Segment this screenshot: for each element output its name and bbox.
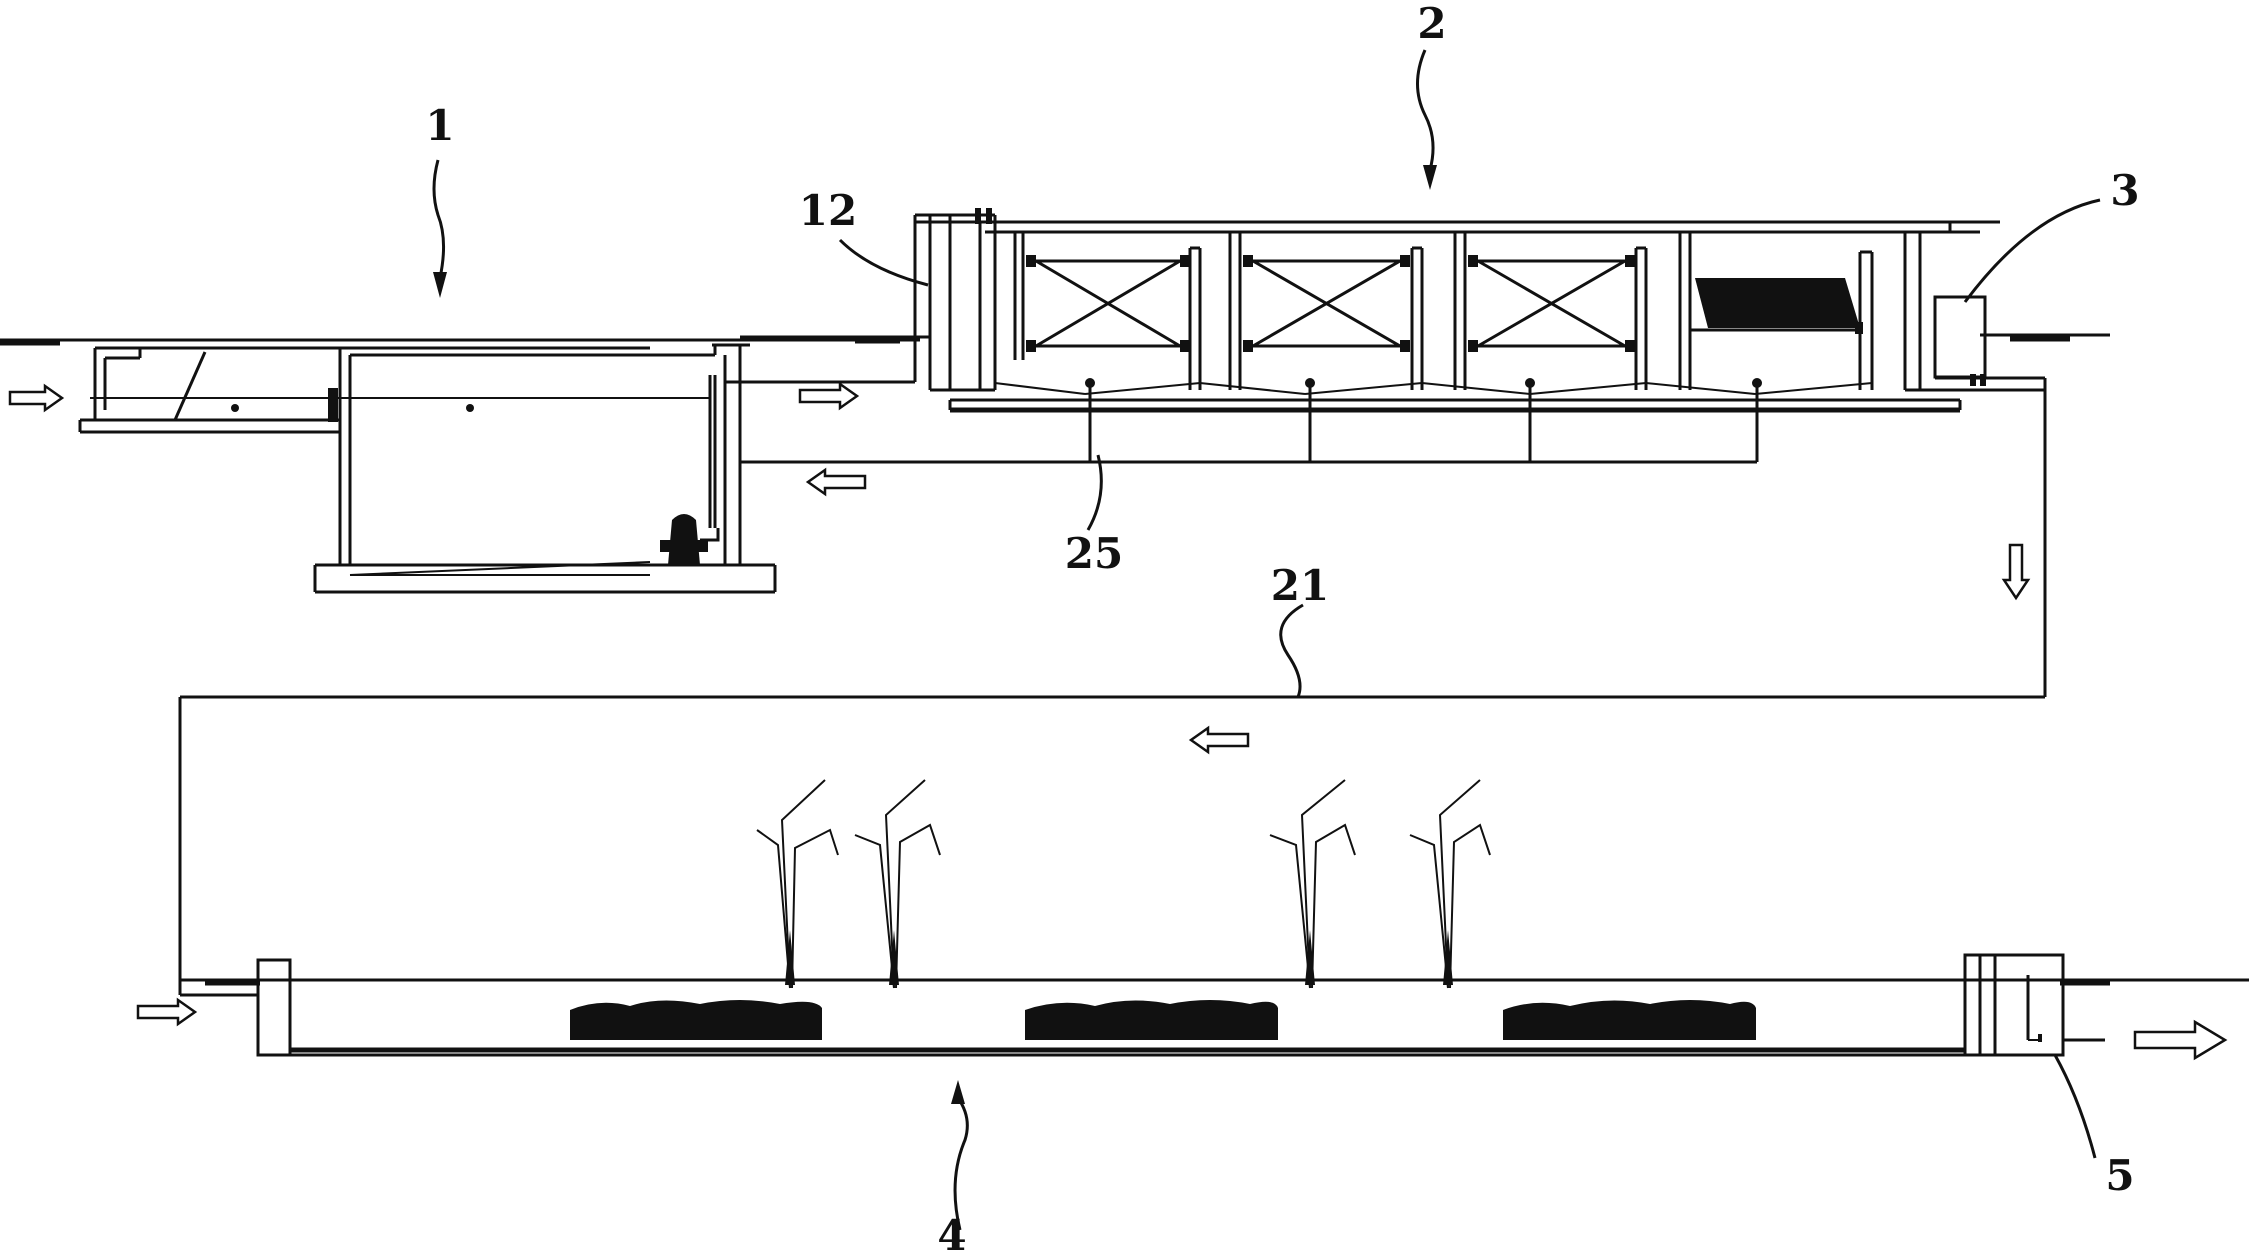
aeration-manifold: [1085, 378, 1762, 464]
label-25: 25: [1065, 529, 1123, 578]
well-5: [1963, 953, 2105, 1057]
label-4: 4: [937, 1211, 966, 1256]
flow-arrow-icon: [1188, 725, 1250, 755]
label-1: 1: [425, 101, 454, 150]
label-5: 5: [2105, 1151, 2134, 1200]
reed-plant-icon: [756, 779, 1491, 989]
label-21: 21: [1271, 561, 1329, 610]
leader-lines: [432, 49, 2101, 1231]
reactor-2: [928, 208, 2000, 464]
flow-arrow-icon: [136, 997, 198, 1027]
return-pipe: [178, 378, 2047, 997]
flow-arrow-icon: [798, 381, 860, 411]
label-3: 3: [2110, 166, 2139, 215]
label-2: 2: [1417, 0, 1446, 48]
label-12: 12: [799, 186, 857, 235]
wetland-4: [256, 779, 1965, 1057]
tank-1: [78, 213, 1330, 594]
flow-arrow-icon: [2133, 1019, 2228, 1061]
flow-arrow-icon: [2001, 543, 2031, 601]
flow-arrow-icon: [805, 467, 867, 497]
labels: 1 2 3 12 25 21 4 5: [425, 0, 2139, 1256]
flow-arrow-icon: [8, 383, 65, 413]
chamber-3: [1933, 295, 2045, 392]
flow-arrows: [8, 381, 2228, 1061]
pump-icon: [660, 375, 720, 565]
gravel-bed-icon: [570, 1000, 1756, 1040]
